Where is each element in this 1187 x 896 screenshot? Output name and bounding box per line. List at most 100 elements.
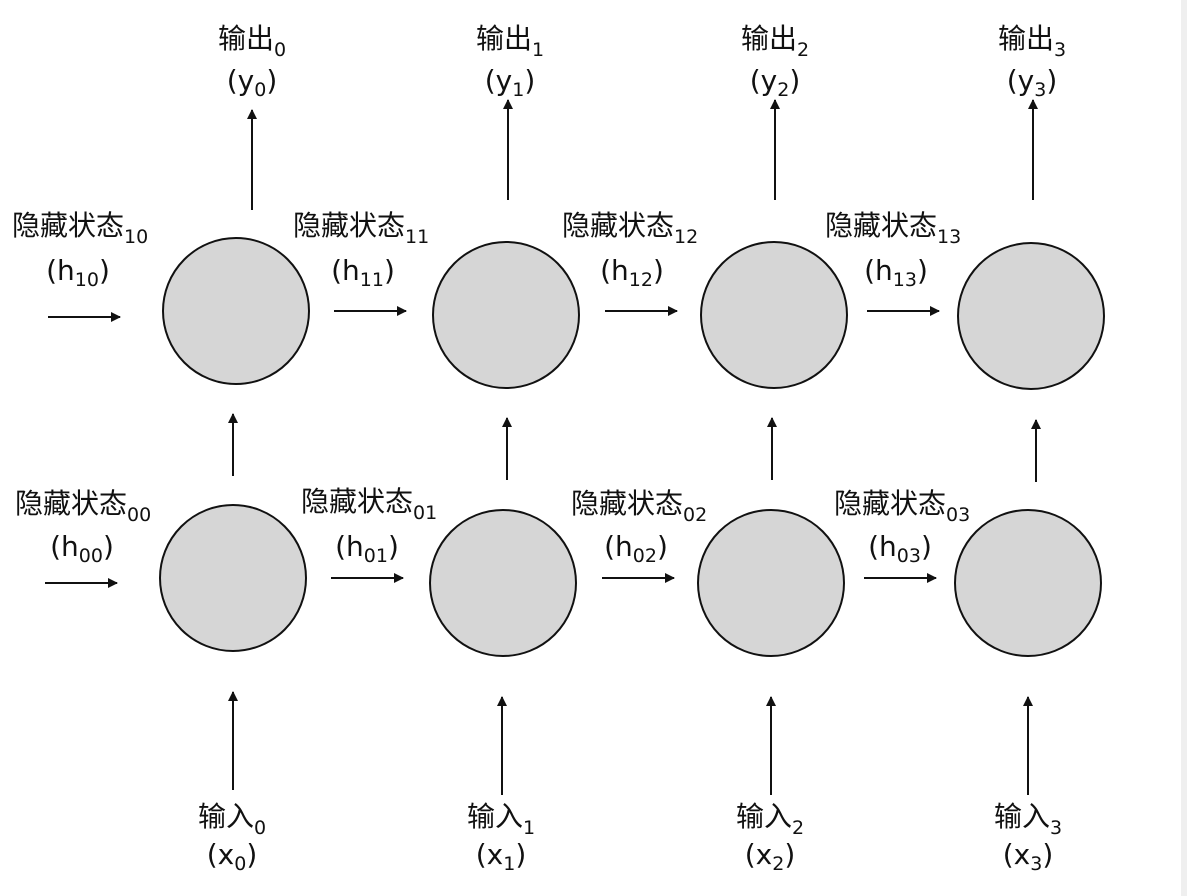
input-title: 输入 — [994, 800, 1050, 833]
output-label-0: 输出0 (y0) — [218, 22, 286, 101]
input-var: x — [756, 838, 773, 871]
hidden-var: h — [342, 254, 360, 287]
hidden-index: 13 — [937, 226, 961, 248]
hidden-var-index: 12 — [629, 269, 653, 291]
output-label-1: 输出1 (y1) — [476, 22, 544, 101]
hidden-title: 隐藏状态 — [293, 209, 405, 242]
input-title: 输入 — [467, 800, 523, 833]
svg-text:隐藏状态01: 隐藏状态01 — [301, 485, 437, 524]
svg-text:(x3): (x3) — [1003, 838, 1054, 875]
input-title: 输入 — [198, 800, 254, 833]
node-top-0 — [162, 237, 310, 385]
output-index: 2 — [797, 39, 809, 61]
hidden-var: h — [879, 530, 897, 563]
hidden-index: 02 — [683, 504, 707, 526]
hidden-top-label-1: 隐藏状态11 (h11) — [293, 209, 429, 291]
output-label-3: 输出3 (y3) — [998, 22, 1066, 101]
svg-text:(h03): (h03) — [868, 530, 932, 567]
svg-text:隐藏状态10: 隐藏状态10 — [12, 209, 148, 248]
svg-text:隐藏状态13: 隐藏状态13 — [825, 209, 961, 248]
hidden-var-index: 01 — [364, 545, 388, 567]
svg-text:隐藏状态02: 隐藏状态02 — [571, 487, 707, 526]
hidden-index: 11 — [405, 226, 429, 248]
output-label-2: 输出2 (y2) — [741, 22, 809, 101]
svg-text:输出1: 输出1 — [476, 22, 544, 61]
svg-text:(h10): (h10) — [46, 254, 110, 291]
hidden-index: 03 — [946, 504, 970, 526]
svg-text:输出0: 输出0 — [218, 22, 286, 61]
node-bottom-0 — [159, 504, 307, 652]
input-index: 3 — [1050, 817, 1062, 839]
svg-text:(h11): (h11) — [331, 254, 395, 291]
hidden-top-label-3: 隐藏状态13 (h13) — [825, 209, 961, 291]
hidden-index: 10 — [124, 226, 148, 248]
svg-text:(h00): (h00) — [50, 530, 114, 567]
svg-text:隐藏状态11: 隐藏状态11 — [293, 209, 429, 248]
output-title: 输出 — [218, 22, 274, 55]
svg-text:输出2: 输出2 — [741, 22, 809, 61]
input-title: 输入 — [736, 800, 792, 833]
input-index: 1 — [523, 817, 535, 839]
output-var: y — [238, 64, 255, 97]
svg-text:(x2): (x2) — [745, 838, 796, 875]
hidden-title: 隐藏状态 — [12, 209, 124, 242]
hidden-var: h — [615, 530, 633, 563]
hidden-var: h — [611, 254, 629, 287]
svg-text:输入1: 输入1 — [467, 800, 535, 839]
node-bottom-3 — [954, 509, 1102, 657]
svg-text:(h13): (h13) — [864, 254, 928, 291]
output-var-index: 3 — [1034, 79, 1046, 101]
svg-text:(y0): (y0) — [227, 64, 278, 101]
hidden-var-index: 02 — [633, 545, 657, 567]
input-label-2: 输入2 (x2) — [736, 800, 804, 875]
svg-text:输入3: 输入3 — [994, 800, 1062, 839]
input-var-index: 3 — [1030, 853, 1042, 875]
svg-text:(h12): (h12) — [600, 254, 664, 291]
node-top-1 — [432, 241, 580, 389]
input-label-0: 输入0 (x0) — [198, 800, 266, 875]
input-label-1: 输入1 (x1) — [467, 800, 535, 875]
output-var-index: 2 — [777, 79, 789, 101]
output-index: 0 — [274, 39, 286, 61]
svg-text:(y1): (y1) — [485, 64, 536, 101]
hidden-var: h — [57, 254, 75, 287]
svg-text:输出3: 输出3 — [998, 22, 1066, 61]
page-edge — [1181, 0, 1187, 896]
hidden-top-label-0: 隐藏状态10 (h10) — [12, 209, 148, 291]
output-var: y — [1018, 64, 1035, 97]
output-title: 输出 — [998, 22, 1054, 55]
input-var: x — [1014, 838, 1031, 871]
hidden-var: h — [346, 530, 364, 563]
output-var: y — [761, 64, 778, 97]
svg-text:隐藏状态03: 隐藏状态03 — [834, 487, 970, 526]
output-var-index: 0 — [254, 79, 266, 101]
hidden-var: h — [875, 254, 893, 287]
input-var-index: 2 — [772, 853, 784, 875]
hidden-title: 隐藏状态 — [15, 487, 127, 520]
input-var: x — [487, 838, 504, 871]
node-bottom-2 — [697, 509, 845, 657]
hidden-title: 隐藏状态 — [301, 485, 413, 518]
hidden-var-index: 11 — [360, 269, 384, 291]
input-index: 2 — [792, 817, 804, 839]
hidden-bottom-label-0: 隐藏状态 00 (h00) — [15, 487, 151, 567]
node-top-3 — [957, 242, 1105, 390]
hidden-index: 01 — [413, 502, 437, 524]
output-index: 1 — [532, 39, 544, 61]
hidden-var: h — [61, 530, 79, 563]
hidden-title: 隐藏状态 — [825, 209, 937, 242]
hidden-title: 隐藏状态 — [562, 209, 674, 242]
input-var-index: 0 — [234, 853, 246, 875]
svg-text:输入2: 输入2 — [736, 800, 804, 839]
hidden-var-index: 00 — [79, 545, 103, 567]
input-index: 0 — [254, 817, 266, 839]
svg-text:(h02): (h02) — [604, 530, 668, 567]
input-label-3: 输入3 (x3) — [994, 800, 1062, 875]
hidden-var-index: 10 — [75, 269, 99, 291]
svg-text:(x1): (x1) — [476, 838, 527, 875]
svg-text:(h01): (h01) — [335, 530, 399, 567]
output-title: 输出 — [476, 22, 532, 55]
output-title: 输出 — [741, 22, 797, 55]
hidden-title: 隐藏状态 — [834, 487, 946, 520]
